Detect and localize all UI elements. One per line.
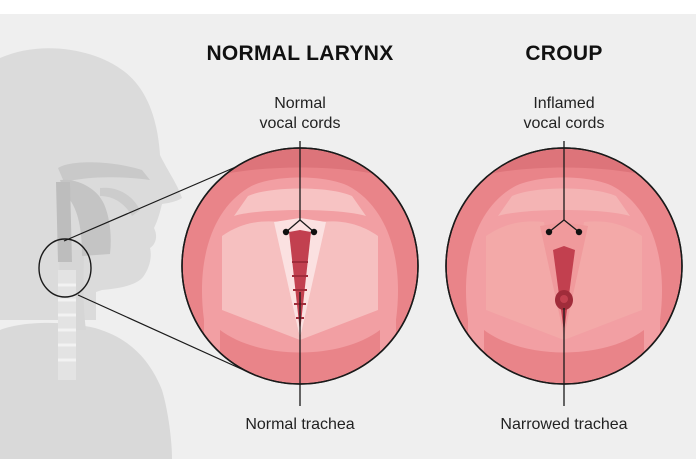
label-inflamed-vocal-cords-line2: vocal cords (484, 114, 644, 134)
label-inflamed-vocal-cords: Inflamed vocal cords (484, 94, 644, 134)
label-narrowed-trachea: Narrowed trachea (464, 415, 664, 435)
heading-croup: CROUP (484, 42, 644, 66)
heading-normal-larynx: NORMAL LARYNX (175, 42, 425, 66)
label-normal-vocal-cords-line2: vocal cords (220, 114, 380, 134)
label-normal-vocal-cords: Normal vocal cords (220, 94, 380, 134)
label-inflamed-vocal-cords-line1: Inflamed (484, 94, 644, 114)
label-normal-vocal-cords-line1: Normal (220, 94, 380, 114)
label-normal-trachea: Normal trachea (210, 415, 390, 435)
